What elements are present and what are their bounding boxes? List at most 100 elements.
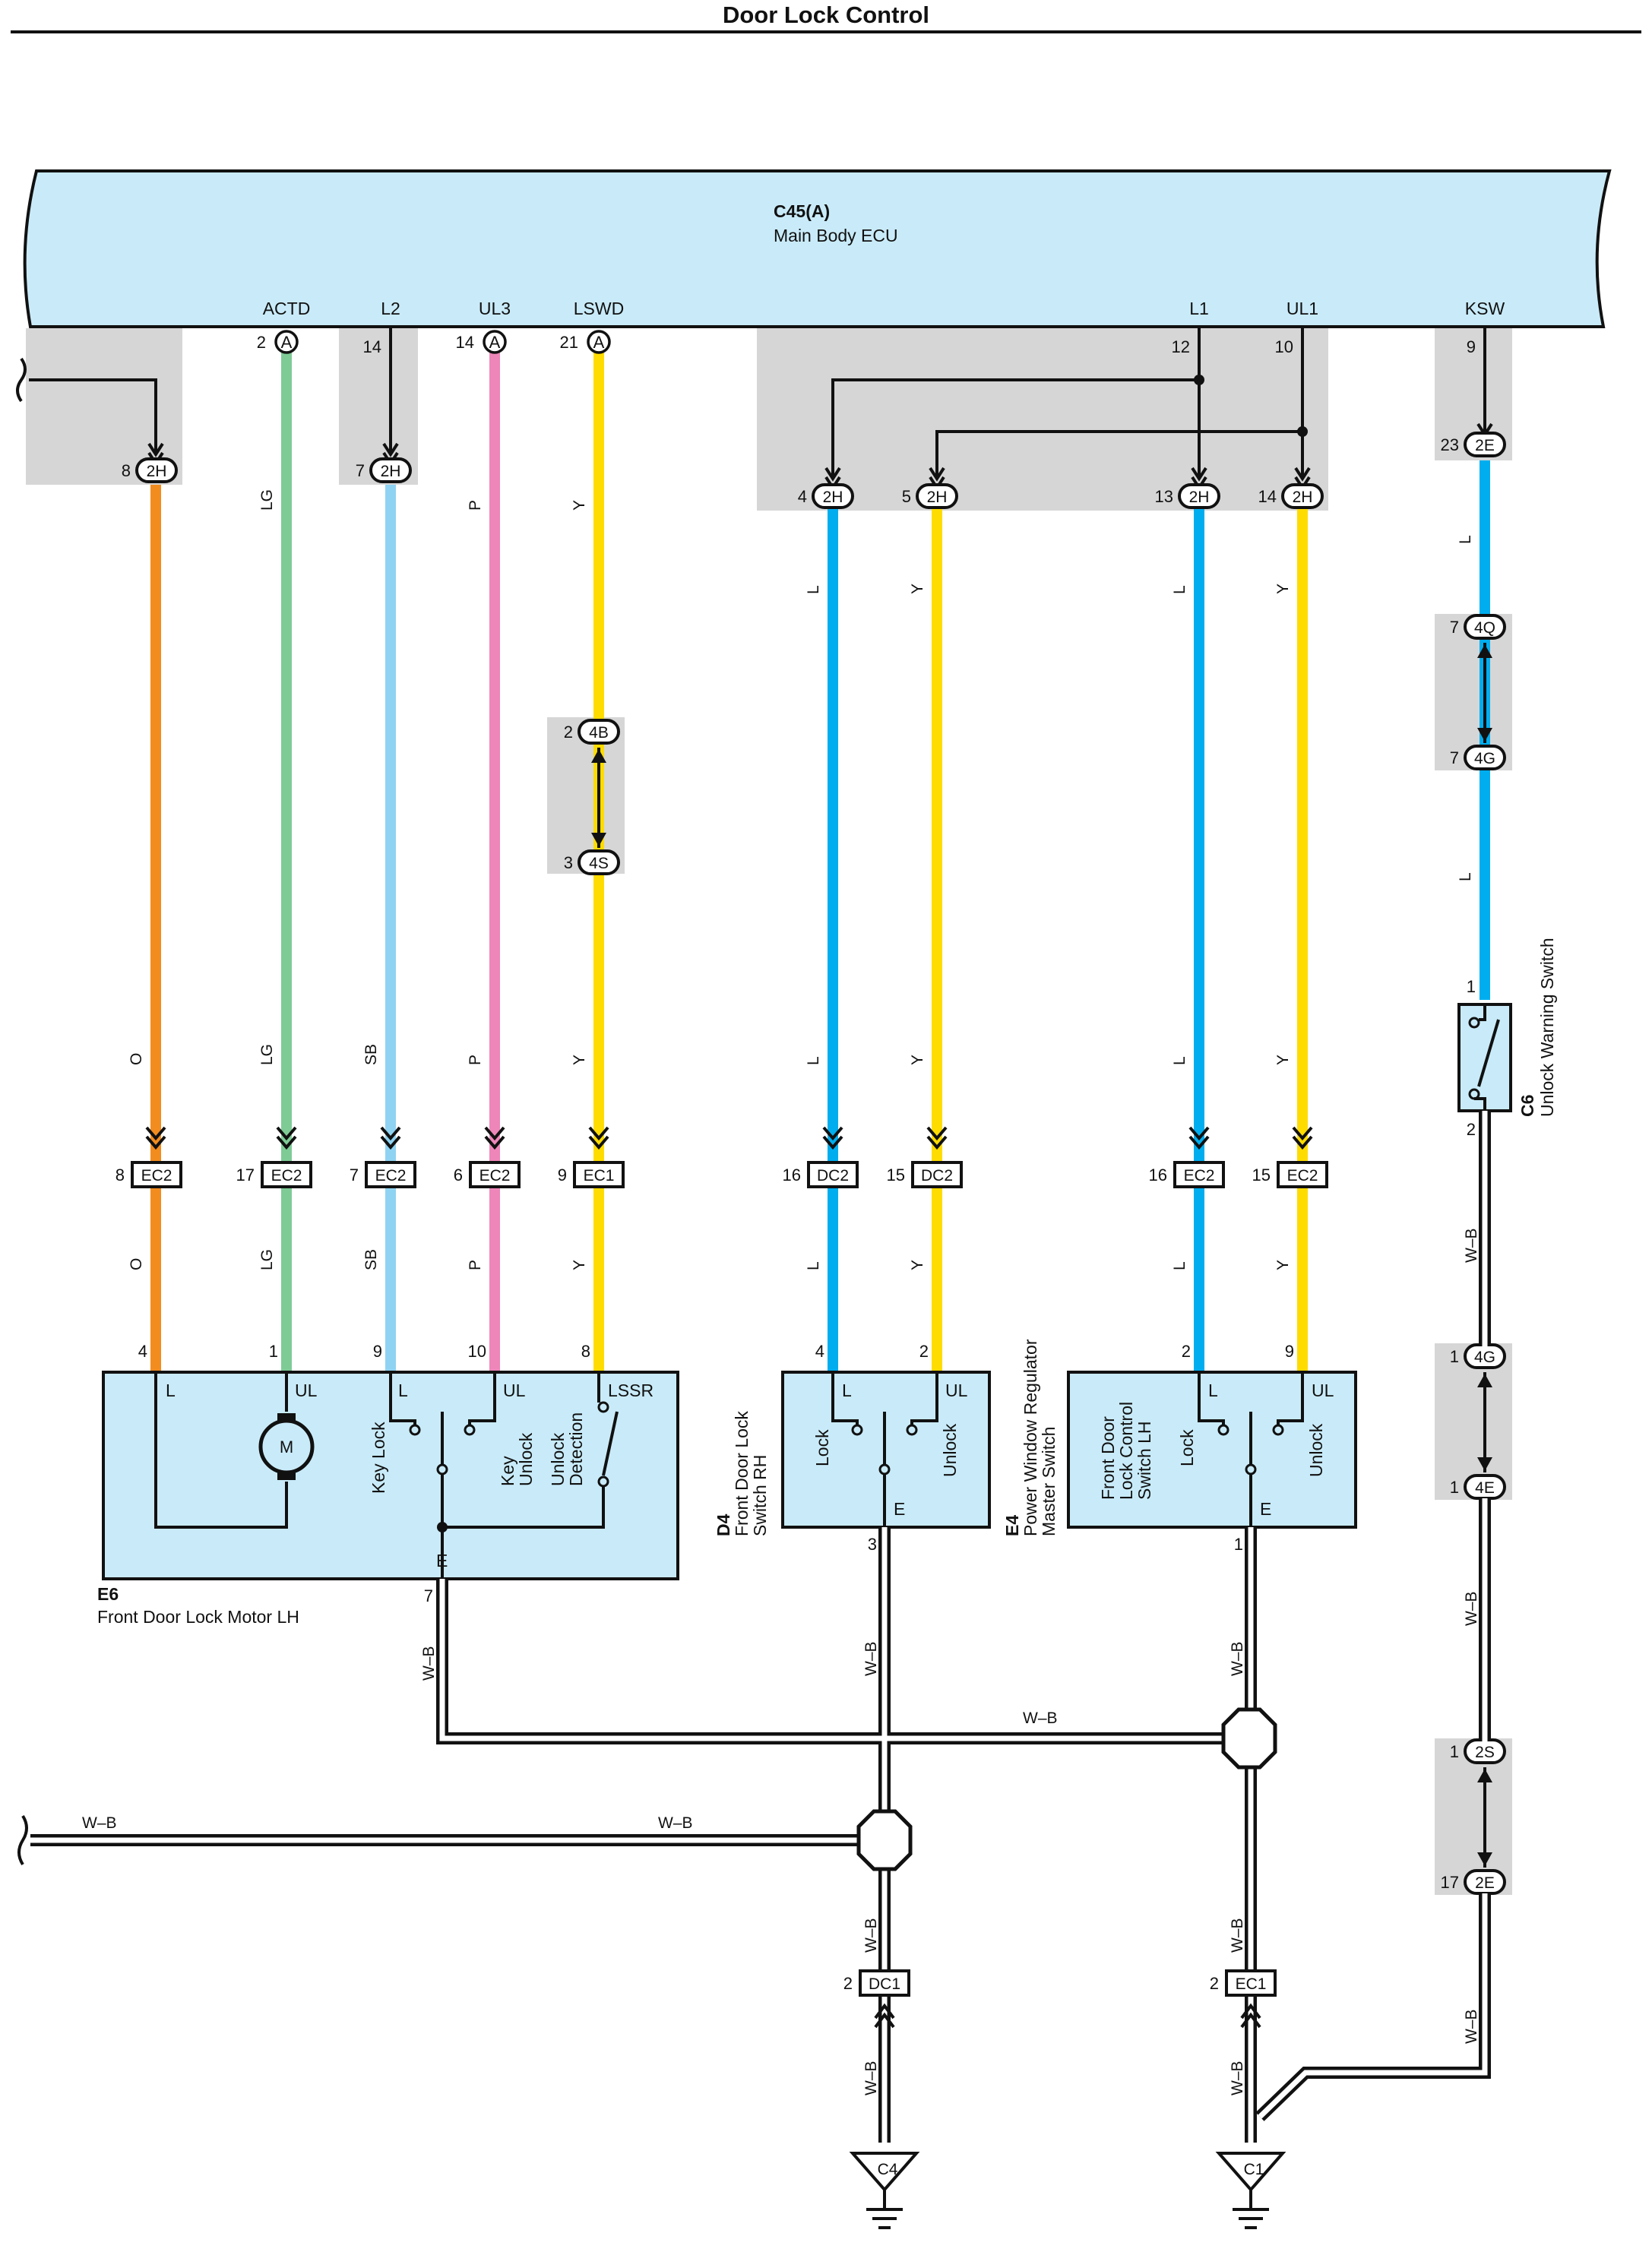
lbl-sb-2: SB xyxy=(362,1249,380,1270)
conn-a-ul3: A xyxy=(489,333,501,352)
ecu-pin-l2: 14 xyxy=(363,337,381,356)
shade-4g-4e xyxy=(1435,1343,1512,1500)
lbl-o-2: O xyxy=(128,1258,145,1270)
wire-labels: LG P Y L Y L Y L L O LG SB P Y L Y L Y O… xyxy=(128,489,1474,1270)
e4-power-window-master-switch: 2 9 L UL E 1 Front Door Lock Control Swi… xyxy=(1002,1339,1357,1554)
splice-octagon-1 xyxy=(1221,1707,1277,1770)
lbl-y-5: Y xyxy=(909,1055,926,1065)
svg-text:Key: Key xyxy=(498,1456,517,1486)
svg-text:Detection: Detection xyxy=(566,1412,586,1486)
junc-2h-7-code: 2H xyxy=(381,463,401,480)
lbl-p-2: P xyxy=(467,1055,484,1065)
lbl-l-1: L xyxy=(805,585,822,594)
lbl-y-9: Y xyxy=(1274,1260,1292,1270)
svg-text:9: 9 xyxy=(558,1166,567,1185)
svg-text:E: E xyxy=(1260,1499,1271,1519)
svg-text:8: 8 xyxy=(116,1166,125,1185)
ground-c4: C4 xyxy=(849,2152,920,2229)
svg-text:2: 2 xyxy=(1182,1342,1191,1361)
conn-ec2-17: EC2 17 xyxy=(236,1126,312,1188)
svg-text:6: 6 xyxy=(454,1166,463,1185)
svg-text:L: L xyxy=(842,1381,852,1400)
ecu-pin-l1: 12 xyxy=(1172,337,1190,356)
shade-4q-4g xyxy=(1435,614,1512,770)
c6-name: Unlock Warning Switch xyxy=(1537,938,1557,1117)
svg-text:UL: UL xyxy=(1312,1381,1334,1400)
ecu-pin-ul3: 14 xyxy=(456,333,474,352)
svg-text:7: 7 xyxy=(350,1166,359,1185)
ground-c1: C1 xyxy=(1215,2152,1286,2229)
conn-dc2-16: DC2 16 xyxy=(783,1126,859,1188)
svg-text:C1: C1 xyxy=(1244,2161,1264,2178)
lbl-lg-2: LG xyxy=(258,1044,276,1065)
conn-a-actd: A xyxy=(281,333,293,352)
lbl-o-1: O xyxy=(128,1053,145,1065)
svg-text:2: 2 xyxy=(919,1342,929,1361)
svg-text:3: 3 xyxy=(868,1535,877,1554)
ecu-pin-lswd: 21 xyxy=(560,333,578,352)
junc-2e-17-code: 2E xyxy=(1475,1874,1495,1892)
junc-4q-7-pin: 7 xyxy=(1450,618,1459,637)
splice-octagon-2 xyxy=(856,1809,913,1871)
junc-4g-1-pin: 1 xyxy=(1450,1347,1459,1366)
svg-text:EC2: EC2 xyxy=(1287,1167,1318,1185)
lbl-lg-1: LG xyxy=(258,489,276,511)
junc-4g-7-pin: 7 xyxy=(1450,748,1459,767)
svg-text:W–B: W–B xyxy=(862,2061,880,2095)
svg-text:EC2: EC2 xyxy=(1184,1167,1215,1185)
main-body-ecu: C45(A) Main Body ECU ACTD L2 UL3 LSWD L1… xyxy=(23,169,1612,328)
term-actd: ACTD xyxy=(263,299,311,318)
svg-text:L: L xyxy=(398,1381,408,1400)
svg-text:UL: UL xyxy=(945,1381,968,1400)
colored-wires xyxy=(150,351,1490,1372)
svg-text:Unlock: Unlock xyxy=(1306,1423,1326,1477)
svg-text:Key Lock: Key Lock xyxy=(369,1422,388,1494)
junc-4s-3-pin: 3 xyxy=(564,853,573,872)
junction-connectors: 2H 8 2H 7 2H 4 2H 5 2H 13 2H 14 2E 23 4Q xyxy=(122,422,1506,1895)
junc-2h-13-pin: 13 xyxy=(1155,487,1173,506)
svg-text:EC2: EC2 xyxy=(271,1167,302,1185)
wb-labels: W–B W–B W–B W–B W–B W–B W–B W–B W–B W–B … xyxy=(82,1228,1480,2095)
ecu-pin-actd: 2 xyxy=(257,333,266,352)
junc-4b-2-pin: 2 xyxy=(564,723,573,742)
lbl-l-4: L xyxy=(1457,872,1474,881)
junc-2h-13-code: 2H xyxy=(1189,489,1210,506)
svg-text:DC2: DC2 xyxy=(817,1167,849,1185)
svg-text:W–B: W–B xyxy=(420,1646,438,1681)
junc-2s-1-pin: 1 xyxy=(1450,1742,1459,1761)
svg-text:4: 4 xyxy=(815,1342,824,1361)
conn-dc1-code: DC1 xyxy=(869,1975,900,1993)
junc-4e-1-code: 4E xyxy=(1475,1479,1495,1497)
svg-text:Switch RH: Switch RH xyxy=(750,1455,770,1536)
ecu-pin-ul1: 10 xyxy=(1275,337,1293,356)
svg-text:W–B: W–B xyxy=(1229,1918,1246,1953)
svg-text:W–B: W–B xyxy=(82,1814,117,1832)
junc-4b-2-code: 4B xyxy=(589,724,609,742)
conn-ec2-8: EC2 8 xyxy=(116,1126,182,1188)
conn-a-lswd: A xyxy=(593,333,605,352)
lbl-l-7: L xyxy=(805,1261,822,1270)
svg-text:W–B: W–B xyxy=(1463,2009,1480,2044)
term-ul1: UL1 xyxy=(1286,299,1318,318)
c6-unlock-warning-switch: 1 2 C6 Unlock Warning Switch xyxy=(1457,938,1557,1139)
svg-text:EC2: EC2 xyxy=(141,1167,172,1185)
svg-text:W–B: W–B xyxy=(658,1814,693,1832)
svg-text:Front Door Lock: Front Door Lock xyxy=(732,1411,752,1536)
junc-2e-23-code: 2E xyxy=(1475,437,1495,454)
junc-2h-4-pin: 4 xyxy=(798,487,807,506)
svg-text:W–B: W–B xyxy=(1023,1710,1058,1727)
svg-text:8: 8 xyxy=(581,1342,590,1361)
svg-text:W–B: W–B xyxy=(862,1641,880,1676)
svg-text:9: 9 xyxy=(373,1342,382,1361)
svg-text:Front Door: Front Door xyxy=(1098,1416,1118,1500)
junc-2s-1-code: 2S xyxy=(1475,1744,1495,1761)
conn-ec2-7: EC2 7 xyxy=(350,1126,416,1188)
svg-text:10: 10 xyxy=(468,1342,486,1361)
svg-text:EC2: EC2 xyxy=(375,1167,407,1185)
lbl-y-7: Y xyxy=(571,1260,588,1270)
junc-2h-4-code: 2H xyxy=(823,489,843,506)
junc-4g-1-code: 4G xyxy=(1474,1349,1495,1366)
lbl-l-8: L xyxy=(1171,1261,1188,1270)
svg-text:9: 9 xyxy=(1285,1342,1294,1361)
